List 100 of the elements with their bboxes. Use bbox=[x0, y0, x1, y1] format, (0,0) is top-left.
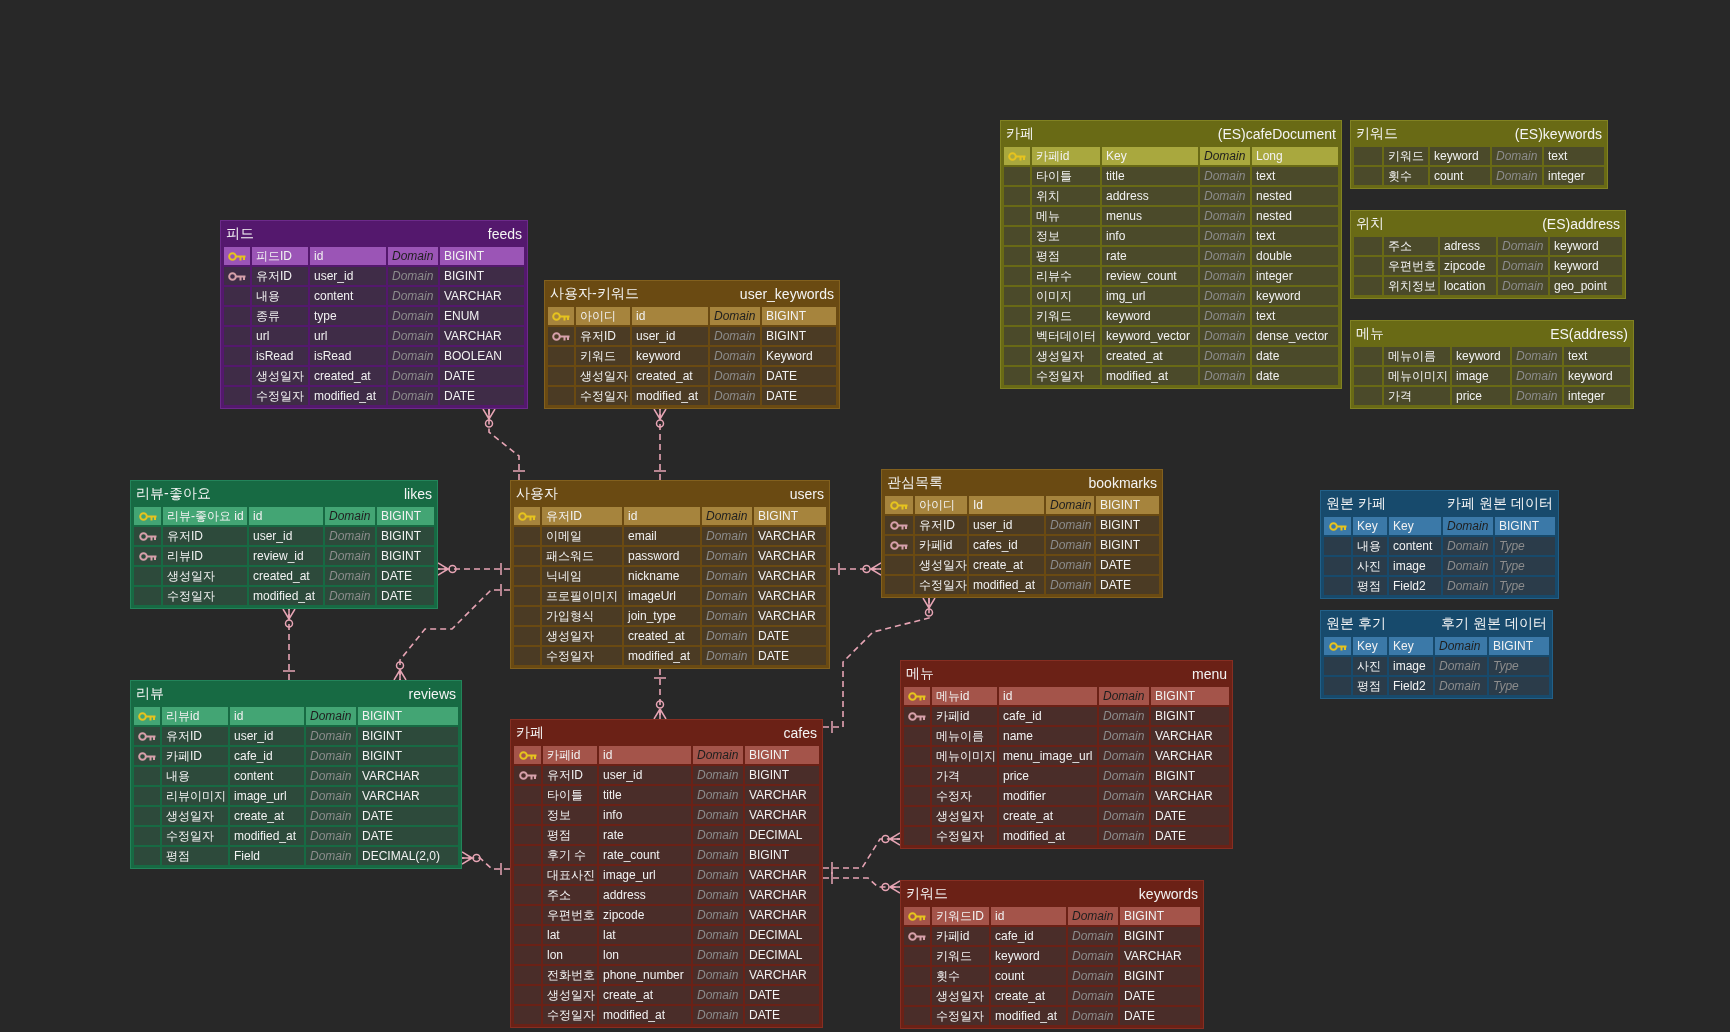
attribute-row bbox=[1354, 167, 1604, 185]
column-name: title bbox=[1100, 167, 1198, 185]
data-type: BIGINT bbox=[1118, 907, 1200, 925]
data-type: integer bbox=[1562, 387, 1630, 405]
domain-label: Domain bbox=[1198, 247, 1250, 265]
data-type: double bbox=[1250, 247, 1338, 265]
attribute-label: 유저ID bbox=[541, 766, 597, 784]
data-type: BIGINT bbox=[375, 547, 434, 565]
table-title: 키워드 bbox=[906, 885, 948, 903]
data-type: DATE bbox=[375, 567, 434, 585]
domain-label: Domain bbox=[691, 946, 743, 964]
domain-label: Domain bbox=[304, 787, 356, 805]
column-name: user_id bbox=[228, 727, 304, 745]
attribute-label: 유저ID bbox=[250, 267, 308, 285]
domain-label: Domain bbox=[700, 647, 752, 665]
domain-label: Domain bbox=[386, 327, 438, 345]
column-name: lat bbox=[597, 926, 691, 944]
data-type: VARCHAR bbox=[743, 806, 819, 824]
column-name: user_id bbox=[247, 527, 323, 545]
domain-label: Domain bbox=[1198, 267, 1250, 285]
data-type: BIGINT bbox=[1149, 687, 1229, 705]
domain-label: Domain bbox=[304, 747, 356, 765]
attribute-row bbox=[134, 547, 434, 565]
column-name: review_id bbox=[247, 547, 323, 565]
data-type: VARCHAR bbox=[752, 547, 826, 565]
domain-label: Domain bbox=[323, 567, 375, 585]
data-type: BIGINT bbox=[375, 527, 434, 545]
attribute-row bbox=[1004, 167, 1338, 185]
data-type: DATE bbox=[760, 367, 836, 385]
attribute-row bbox=[514, 826, 819, 844]
data-type: DECIMAL(2,0) bbox=[356, 847, 458, 865]
column-name: count bbox=[1428, 167, 1490, 185]
attribute-label: 패스워드 bbox=[540, 547, 622, 565]
table-title: 키워드 bbox=[1356, 125, 1398, 143]
domain-label: Domain bbox=[1198, 287, 1250, 305]
attribute-label: 키워드ID bbox=[930, 907, 989, 925]
table-name: keywords bbox=[1138, 886, 1198, 902]
attribute-label: 후기 수 bbox=[541, 846, 597, 864]
attribute-row bbox=[514, 946, 819, 964]
domain-label: Domain bbox=[700, 547, 752, 565]
data-type: VARCHAR bbox=[1149, 787, 1229, 805]
attribute-row bbox=[514, 906, 819, 924]
domain-label: Domain bbox=[691, 826, 743, 844]
column-name: user_id bbox=[967, 516, 1044, 534]
attribute-label: 메뉴 bbox=[1030, 207, 1100, 225]
attribute-row bbox=[885, 556, 1159, 574]
attribute-label: 키워드 bbox=[1030, 307, 1100, 325]
column-name: modified_at bbox=[622, 647, 700, 665]
attribute-label: 생성일자 bbox=[930, 807, 997, 825]
domain-label: Domain bbox=[1441, 577, 1493, 595]
data-type: DATE bbox=[356, 827, 458, 845]
column-name: modified_at bbox=[630, 387, 708, 405]
column-name: imageUrl bbox=[622, 587, 700, 605]
column-name: modified_at bbox=[967, 576, 1044, 594]
attribute-row bbox=[514, 806, 819, 824]
attribute-label: 평점 bbox=[1030, 247, 1100, 265]
entity-table bbox=[544, 280, 840, 409]
attribute-label: 평점 bbox=[1351, 677, 1387, 695]
attribute-label: 유저ID bbox=[161, 527, 247, 545]
data-type: VARCHAR bbox=[752, 587, 826, 605]
attribute-row bbox=[134, 527, 434, 545]
attribute-row bbox=[904, 827, 1229, 845]
attribute-row bbox=[224, 307, 524, 325]
table-title: 카페 bbox=[1006, 125, 1034, 143]
column-name: info bbox=[597, 806, 691, 824]
column-name: cafes_id bbox=[967, 536, 1044, 554]
column-name: keyword_vector bbox=[1100, 327, 1198, 345]
data-type: VARCHAR bbox=[438, 287, 524, 305]
attribute-row bbox=[514, 647, 826, 665]
domain-label: Domain bbox=[1198, 227, 1250, 245]
column-name: create_at bbox=[228, 807, 304, 825]
attribute-label: 카페id bbox=[930, 707, 997, 725]
entity-table bbox=[1320, 490, 1559, 599]
attribute-row bbox=[134, 707, 458, 725]
domain-label: Domain bbox=[323, 507, 375, 525]
column-name: password bbox=[622, 547, 700, 565]
data-type: text bbox=[1250, 307, 1338, 325]
column-name: Key bbox=[1387, 517, 1441, 535]
column-name: rate bbox=[597, 826, 691, 844]
attribute-label: 평점 bbox=[160, 847, 228, 865]
entity-table bbox=[1350, 210, 1626, 299]
domain-label: Domain bbox=[1496, 257, 1548, 275]
column-name: id bbox=[989, 907, 1066, 925]
attribute-label: 메뉴이름 bbox=[930, 727, 997, 745]
data-type: Type bbox=[1487, 657, 1549, 675]
attribute-label: 수정일자 bbox=[160, 827, 228, 845]
attribute-label: 메뉴이미지 bbox=[1382, 367, 1450, 385]
table-name: bookmarks bbox=[1088, 475, 1157, 491]
attribute-row bbox=[224, 387, 524, 405]
data-type: BIGINT bbox=[1118, 967, 1200, 985]
attribute-label: 내용 bbox=[160, 767, 228, 785]
attribute-label: 대표사진 bbox=[541, 866, 597, 884]
column-name: Field bbox=[228, 847, 304, 865]
relationship-line bbox=[437, 562, 511, 576]
attribute-label: 가격 bbox=[930, 767, 997, 785]
table-title: 원본 카페 bbox=[1326, 495, 1386, 513]
column-name: image bbox=[1450, 367, 1510, 385]
domain-label: Domain bbox=[691, 866, 743, 884]
table-name: user_keywords bbox=[739, 286, 834, 302]
domain-label: Domain bbox=[700, 527, 752, 545]
